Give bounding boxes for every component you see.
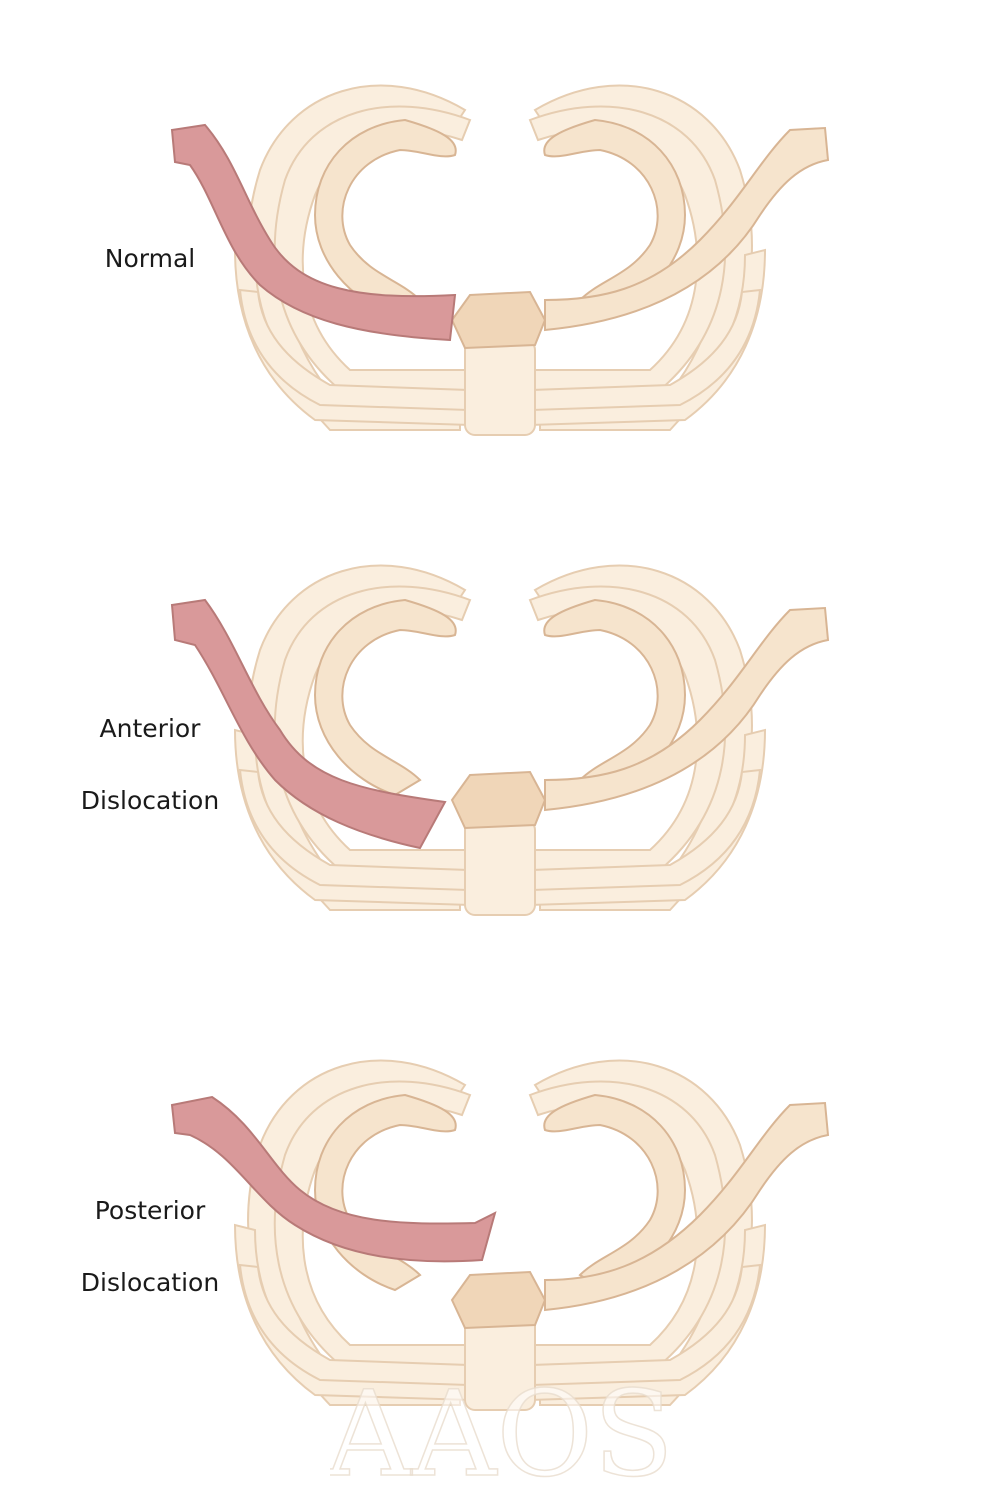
scapula-left: [313, 118, 457, 317]
manubrium: [450, 770, 547, 830]
clavicle-left-affected: [170, 598, 447, 850]
manubrium: [450, 290, 547, 350]
chest-illustration-normal: [170, 84, 830, 436]
clavicle-left-affected: [170, 1095, 497, 1263]
aaos-watermark-logo: AAOS: [330, 1370, 670, 1490]
clavicle-right: [544, 126, 830, 332]
panel-label-posterior: Posterior Dislocation: [80, 1196, 220, 1297]
manubrium: [450, 1270, 547, 1330]
panel-label-normal: Normal: [104, 244, 196, 273]
chest-illustration-posterior: [170, 1059, 830, 1411]
panel-label-anterior: Anterior Dislocation: [80, 714, 220, 815]
watermark-text: AAOS: [330, 1370, 670, 1490]
scapula-right: [543, 118, 687, 317]
scapula-right: [543, 1093, 687, 1292]
scapula-right: [543, 598, 687, 797]
chest-illustration-anterior: [170, 564, 830, 916]
clavicle-left-affected: [170, 123, 457, 342]
clavicle-right: [544, 1101, 830, 1312]
clavicle-right: [544, 606, 830, 812]
panel-posterior-dislocation: Posterior Dislocation: [0, 975, 998, 1475]
panel-anterior-dislocation: Anterior Dislocation: [0, 480, 998, 980]
panel-normal: Normal: [0, 0, 998, 500]
scapula-left: [313, 598, 457, 797]
